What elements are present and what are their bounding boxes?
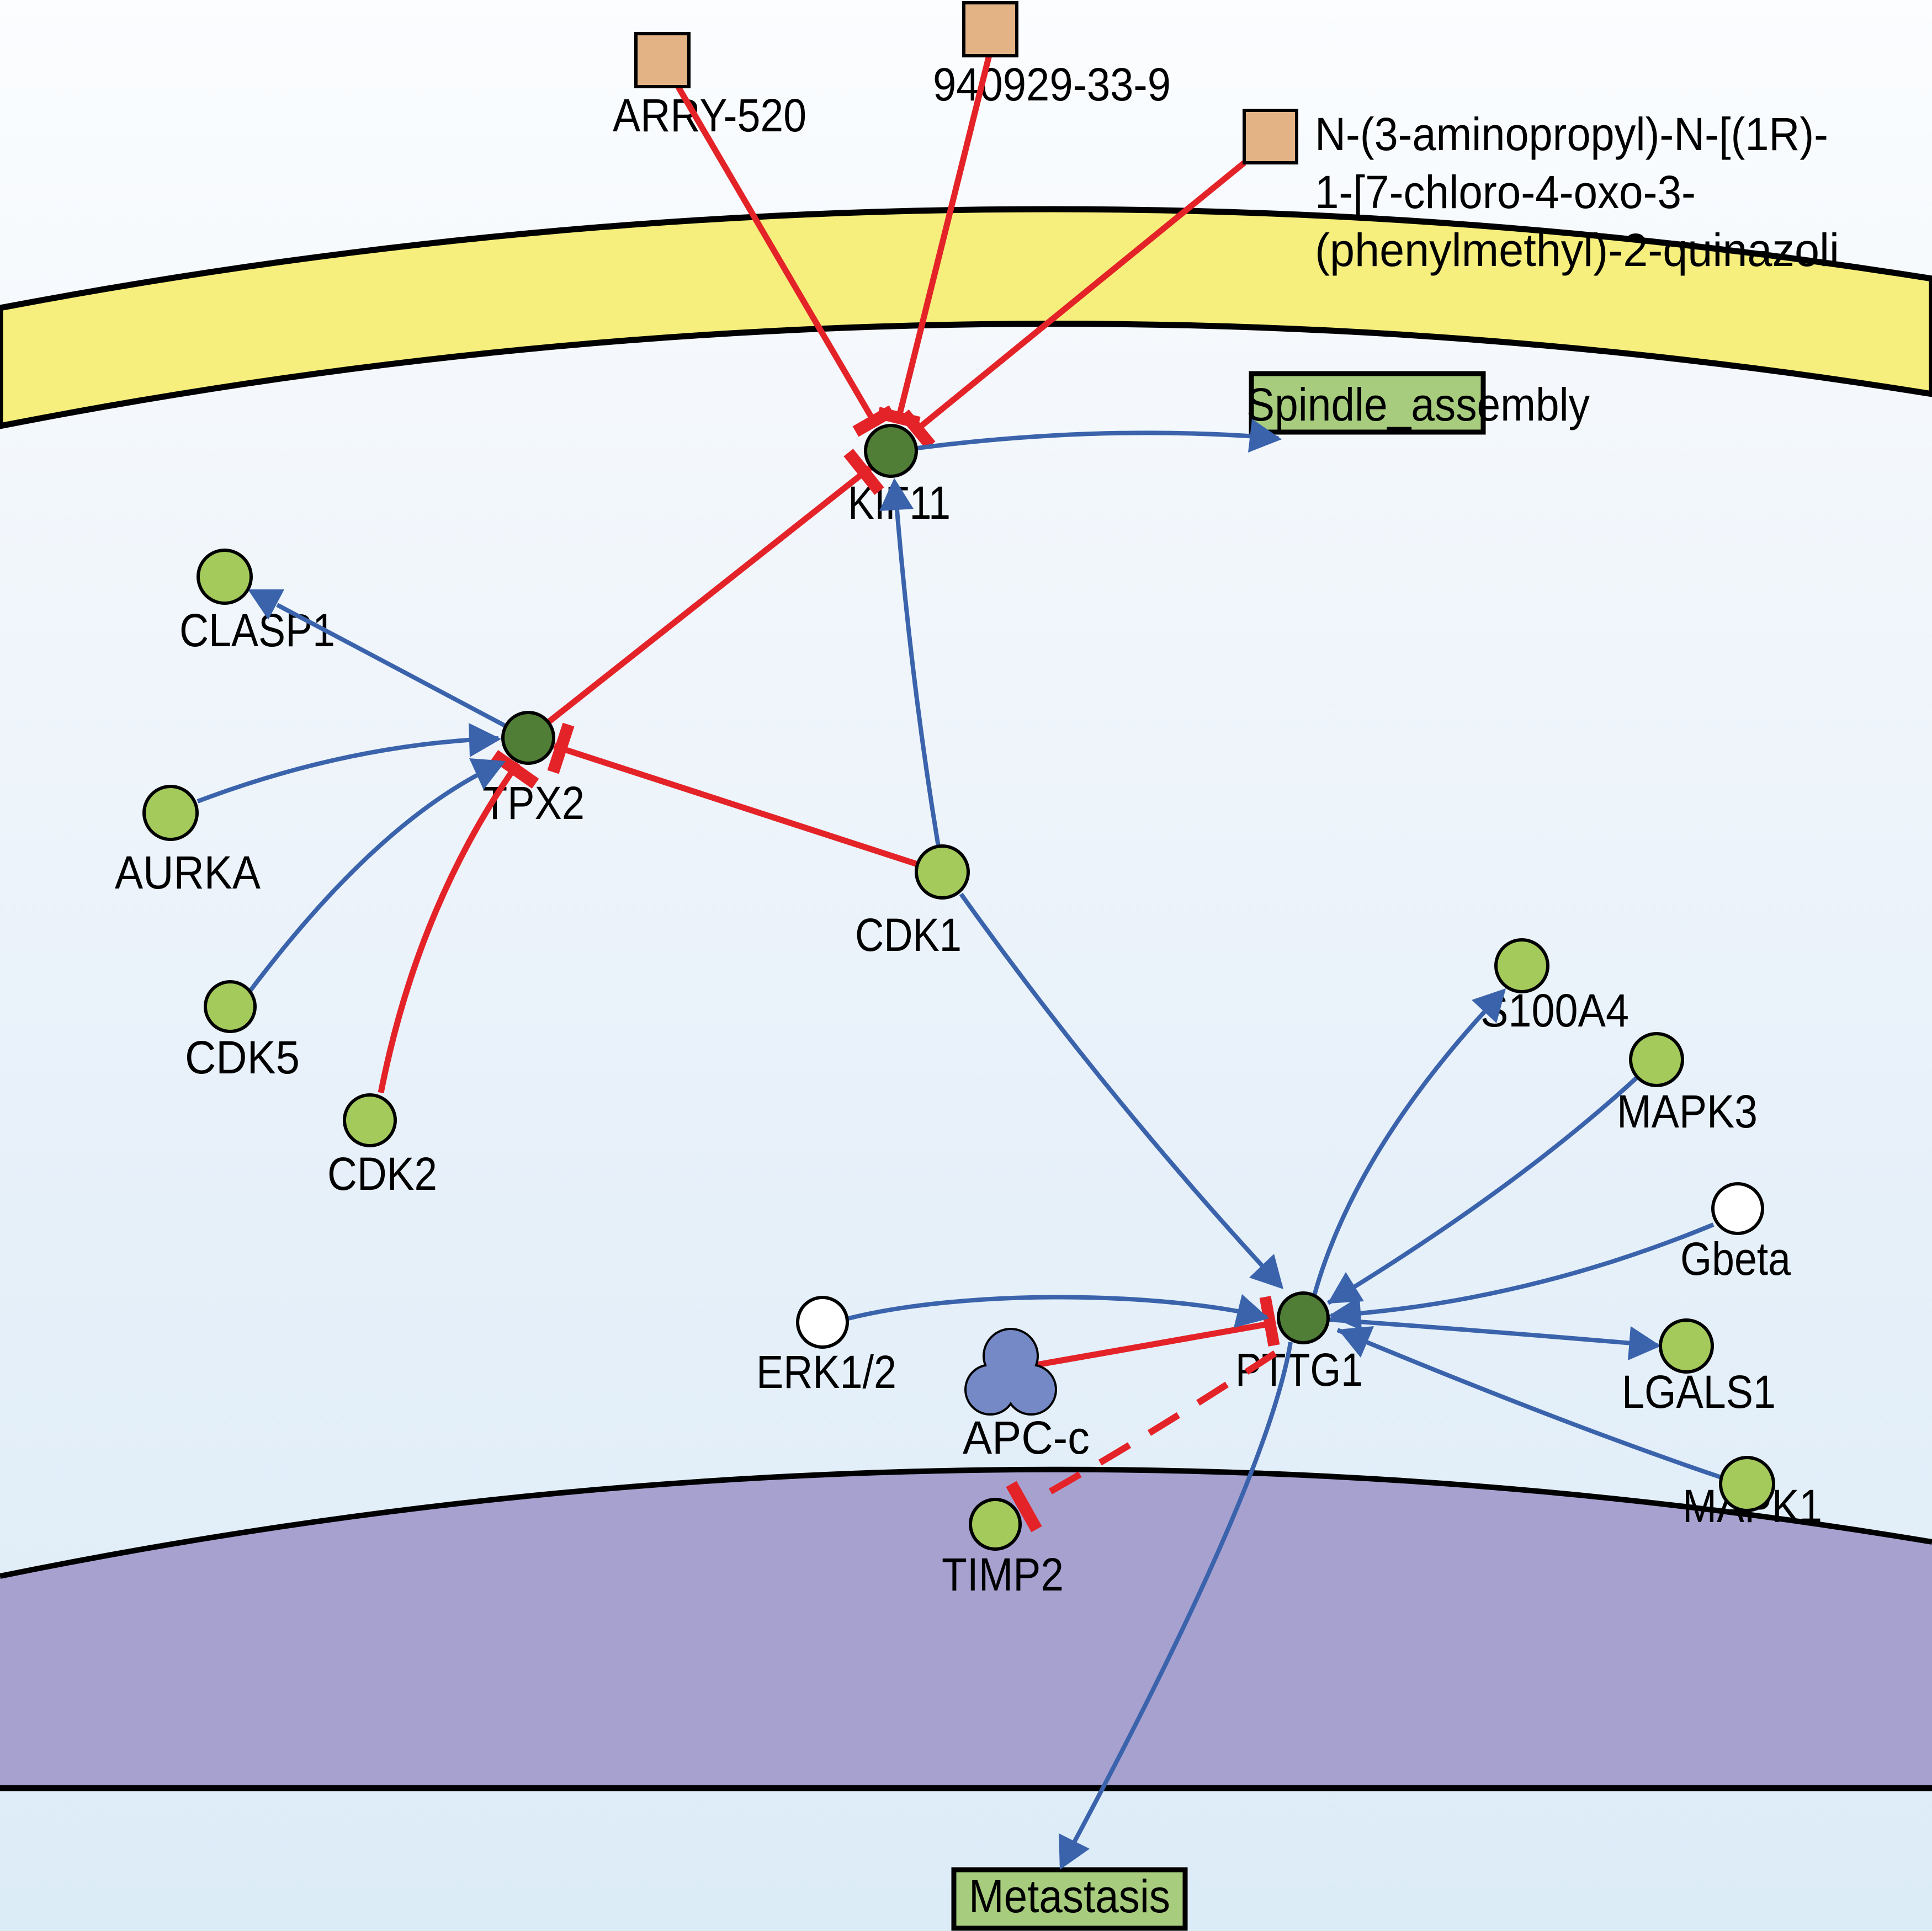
svg-text:CDK2: CDK2 bbox=[327, 1148, 437, 1200]
svg-text:AURKA: AURKA bbox=[115, 847, 261, 898]
svg-text:Spindle_assembly: Spindle_assembly bbox=[1246, 379, 1590, 430]
svg-text:CDK1: CDK1 bbox=[855, 909, 962, 961]
svg-text:ERK1/2: ERK1/2 bbox=[756, 1346, 896, 1398]
svg-text:1-[7-chloro-4-oxo-3-: 1-[7-chloro-4-oxo-3- bbox=[1315, 166, 1696, 218]
svg-text:TIMP2: TIMP2 bbox=[942, 1549, 1064, 1600]
svg-text:N-(3-aminopropyl)-N-[(1R)-: N-(3-aminopropyl)-N-[(1R)- bbox=[1315, 108, 1828, 160]
svg-text:LGALS1: LGALS1 bbox=[1622, 1366, 1776, 1418]
svg-text:940929-33-9: 940929-33-9 bbox=[933, 58, 1171, 110]
svg-text:PTTG1: PTTG1 bbox=[1235, 1344, 1363, 1396]
svg-text:Metastasis: Metastasis bbox=[969, 1870, 1170, 1922]
svg-text:S100A4: S100A4 bbox=[1480, 985, 1629, 1036]
svg-text:CLASP1: CLASP1 bbox=[179, 604, 335, 656]
svg-text:CDK5: CDK5 bbox=[185, 1031, 300, 1083]
svg-text:(phenylmethyl)-2-quinazoli: (phenylmethyl)-2-quinazoli bbox=[1315, 224, 1839, 276]
svg-text:APC-c: APC-c bbox=[963, 1412, 1090, 1464]
svg-text:ARRY-520: ARRY-520 bbox=[613, 89, 806, 141]
svg-text:MAPK3: MAPK3 bbox=[1617, 1086, 1758, 1137]
svg-text:Gbeta: Gbeta bbox=[1680, 1233, 1791, 1285]
